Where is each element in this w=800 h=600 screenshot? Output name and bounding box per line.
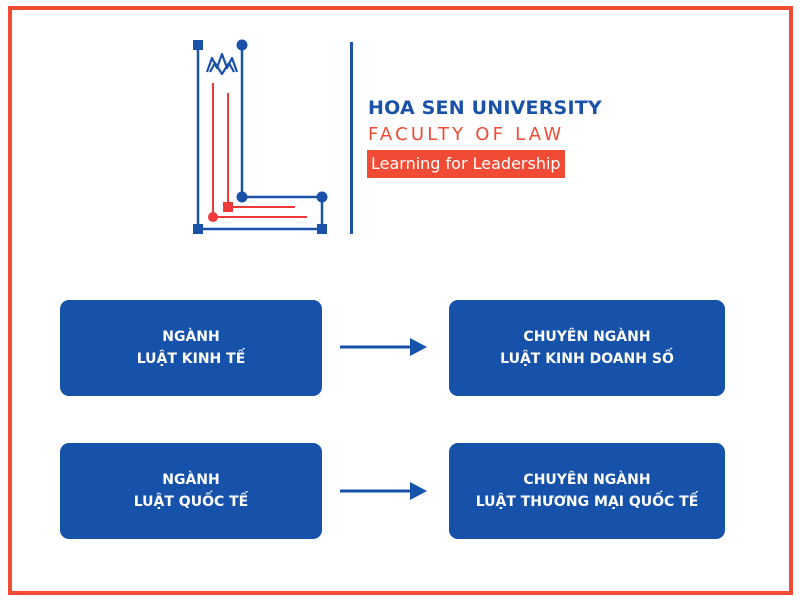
- header-divider: [350, 42, 353, 234]
- logo-dot-inner: [236, 191, 248, 203]
- logo-dot-top: [236, 39, 248, 51]
- logo-square-bottom-left: [193, 224, 203, 234]
- major-box: NGÀNH LUẬT KINH TẾ: [60, 300, 322, 396]
- specialization-label: CHUYÊN NGÀNH: [523, 472, 651, 488]
- logo-red-dot: [208, 212, 218, 222]
- faculty-name: FACULTY OF LAW: [368, 124, 565, 145]
- major-label: NGÀNH: [162, 472, 220, 488]
- major-name: LUẬT KINH TẾ: [136, 351, 246, 367]
- faculty-logo: [193, 39, 328, 234]
- logo-square-bottom-right: [317, 224, 327, 234]
- specialization-name: LUẬT KINH DOANH SỐ: [500, 351, 674, 367]
- page-border: [8, 6, 793, 595]
- major-name: LUẬT QUỐC TẾ: [133, 494, 249, 510]
- lotus-icon: [205, 52, 239, 76]
- specialization-label: CHUYÊN NGÀNH: [523, 329, 651, 345]
- logo-lines: [196, 45, 324, 231]
- specialization-box: CHUYÊN NGÀNH LUẬT KINH DOANH SỐ: [449, 300, 725, 396]
- logo-square-top: [193, 40, 203, 50]
- logo-dot-right: [316, 191, 328, 203]
- arrow-right-icon: [340, 482, 427, 500]
- university-name: HOA SEN UNIVERSITY: [368, 97, 602, 119]
- specialization-box: CHUYÊN NGÀNH LUẬT THƯƠNG MẠI QUỐC TẾ: [449, 443, 725, 539]
- specialization-name: LUẬT THƯƠNG MẠI QUỐC TẾ: [475, 494, 699, 510]
- major-box: NGÀNH LUẬT QUỐC TẾ: [60, 443, 322, 539]
- tagline: Learning for Leadership: [367, 150, 565, 178]
- arrow-right-icon: [340, 338, 427, 356]
- major-label: NGÀNH: [162, 329, 220, 345]
- logo-red-square: [223, 202, 233, 212]
